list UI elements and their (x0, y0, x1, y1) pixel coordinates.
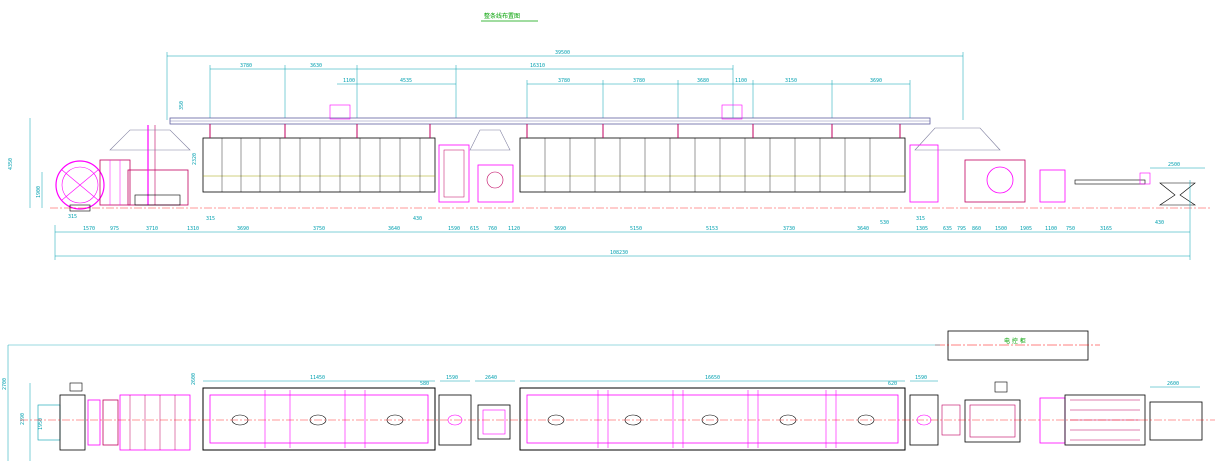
dim-seg-bottom-12: 5150 (630, 226, 642, 232)
dim-seg-bottom-13: 5153 (706, 226, 718, 232)
dim-530: 530 (880, 220, 889, 226)
dim-seg-bottom-23: 750 (1066, 226, 1075, 232)
dim-seg-bottom-7: 1590 (448, 226, 460, 232)
plan-dim-left-3: 2600 (191, 373, 197, 385)
plan-dim-top-1: 580 (420, 381, 429, 387)
drawing-title: 整条线布置图 (484, 12, 520, 20)
cutter-unit (1039, 169, 1066, 203)
legend-box (947, 330, 1089, 361)
dim-seg-top-9: 3150 (785, 78, 797, 84)
overall-dim-bottom: 108230 (610, 250, 628, 256)
plan-cutter (1039, 397, 1066, 444)
dim-315-right: 315 (916, 216, 925, 222)
dim-seg-top-2: 1100 (343, 78, 355, 84)
overall-dim-top: 39500 (555, 50, 570, 56)
dim-seg-bottom-9: 760 (488, 226, 497, 232)
dim-seg-top-1: 3630 (310, 63, 322, 69)
plan-oven-1 (202, 387, 436, 451)
pump-unit (477, 164, 514, 203)
plan-dim-top-5: 620 (888, 381, 897, 387)
dim-315-left: 315 (206, 216, 215, 222)
dim-seg-bottom-2: 3710 (146, 226, 158, 232)
plan-dim-left-0: 2700 (2, 378, 8, 390)
fan-2 (721, 104, 743, 120)
elevation-view: 39500 3780 3630 16310 1100 4535 3780 378… (8, 50, 1210, 260)
dim-seg-top-10: 3690 (870, 78, 882, 84)
dim-height-0: 4350 (8, 158, 14, 170)
exhaust-hood-1 (109, 129, 191, 151)
dim-seg-bottom-3: 1310 (187, 226, 199, 232)
plan-dim-right: 2600 (1167, 381, 1179, 387)
dim-430-left: 430 (413, 216, 422, 222)
dim-seg-bottom-17: 635 (943, 226, 952, 232)
dim-seg-bottom-6: 3640 (388, 226, 400, 232)
plan-view: 2700 2390 1950 2600 11450 580 1590 2640 … (2, 344, 1215, 461)
dim-seg-top-5: 3780 (558, 78, 570, 84)
legend-label: 电 控 柜 (1004, 337, 1026, 345)
dim-height-4: 315 (68, 214, 77, 220)
dim-seg-bottom-22: 1100 (1045, 226, 1057, 232)
dim-seg-top-0: 3780 (240, 63, 252, 69)
dim-height-3: 350 (179, 101, 185, 110)
plan-dim-top-0: 11450 (310, 375, 325, 381)
plan-traction (964, 399, 1021, 443)
dim-seg-bottom-11: 3690 (554, 226, 566, 232)
output-table (1074, 179, 1146, 185)
lift-table (1159, 182, 1196, 206)
dim-seg-bottom-0: 1570 (83, 226, 95, 232)
dim-seg-bottom-19: 860 (972, 226, 981, 232)
dim-seg-bottom-18: 795 (957, 226, 966, 232)
dim-seg-bottom-24: 3165 (1100, 226, 1112, 232)
plan-coating-unit (119, 394, 191, 451)
dim-height-8: 2500 (1168, 162, 1180, 168)
dim-seg-bottom-8: 615 (470, 226, 479, 232)
dim-seg-top-3: 4535 (400, 78, 412, 84)
dim-height-2: 2320 (192, 153, 198, 165)
dim-seg-top-8: 1100 (735, 78, 747, 84)
exhaust-hood-3 (914, 127, 1001, 151)
dim-seg-bottom-10: 1120 (508, 226, 520, 232)
oven-section-2 (519, 104, 906, 193)
dim-height-1: 1900 (36, 186, 42, 198)
plan-dim-left-2: 1950 (38, 418, 44, 430)
cooling-unit-2 (909, 144, 939, 203)
dim-seg-bottom-5: 3750 (313, 226, 325, 232)
dim-seg-bottom-15: 3640 (857, 226, 869, 232)
dim-seg-top-4: 16310 (530, 63, 545, 69)
plan-lift-table (1149, 401, 1203, 441)
cooling-unit-1 (438, 144, 470, 203)
plan-oven-2 (519, 387, 906, 451)
dim-seg-bottom-14: 3730 (783, 226, 795, 232)
plan-dim-top-3: 2640 (485, 375, 497, 381)
dim-seg-top-7: 3680 (697, 78, 709, 84)
dim-seg-bottom-4: 3690 (237, 226, 249, 232)
dim-430-right: 430 (1155, 220, 1164, 226)
traction-unit (964, 159, 1026, 203)
plan-dim-left-1: 2390 (20, 413, 26, 425)
plan-dim-top-6: 1590 (915, 375, 927, 381)
unwinder: 315 (55, 125, 189, 220)
plan-dim-top-2: 1590 (446, 375, 458, 381)
oven-section-1 (202, 104, 436, 193)
plan-unwinder (59, 394, 86, 451)
dim-seg-bottom-1: 975 (110, 226, 119, 232)
dim-seg-top-6: 3780 (633, 78, 645, 84)
plan-dim-top-4: 16650 (705, 375, 720, 381)
fan-1 (329, 104, 351, 120)
plan-pump (477, 404, 511, 440)
dim-seg-bottom-16: 1305 (916, 226, 928, 232)
dim-seg-bottom-21: 1905 (1020, 226, 1032, 232)
exhaust-hood-2 (469, 129, 511, 151)
dim-seg-bottom-20: 1500 (995, 226, 1007, 232)
